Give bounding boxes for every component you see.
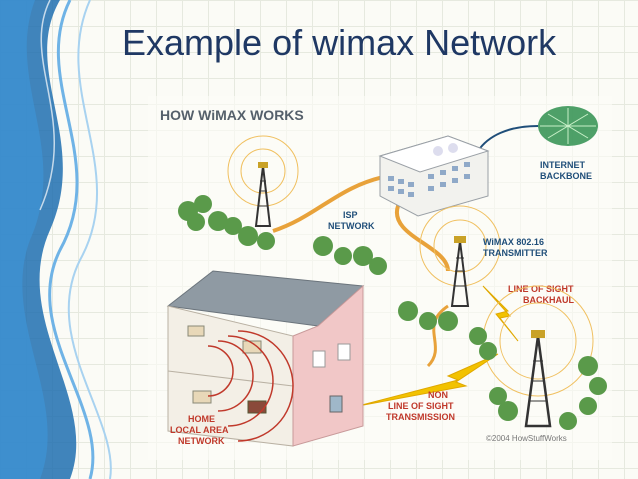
label-internet-2: BACKBONE [540, 171, 592, 181]
internet-cable [477, 125, 539, 152]
diagram-heading: HOW WiMAX WORKS [160, 107, 304, 123]
label-los-1: LINE OF SIGHT [508, 284, 574, 294]
label-home-1: HOME [188, 414, 215, 424]
trees [178, 195, 607, 430]
slide-title: Example of wimax Network [122, 22, 557, 63]
label-nlos-3: TRANSMISSION [386, 412, 455, 422]
home-house [166, 270, 365, 447]
decorative-swoosh [0, 0, 112, 479]
tower-left [227, 135, 299, 227]
wimax-diagram: HOW WiMAX WORKS INTERNET BACKBONE ISP NE… [148, 96, 612, 460]
label-home-2: LOCAL AREA [170, 425, 229, 435]
label-home-3: NETWORK [178, 436, 225, 446]
internet-globe-icon [538, 106, 598, 146]
label-isp-2: NETWORK [328, 221, 375, 231]
label-internet-1: INTERNET [540, 160, 586, 170]
tower-transmitter [419, 205, 501, 307]
isp-building [378, 135, 490, 217]
label-isp-1: ISP [343, 210, 358, 220]
label-los-2: BACKHAUL [523, 295, 574, 305]
label-nlos-1: NON [428, 390, 448, 400]
label-transmitter-1: WiMAX 802.16 [483, 237, 544, 247]
tower-cable [426, 304, 449, 368]
label-nlos-2: LINE OF SIGHT [388, 401, 454, 411]
copyright-text: ©2004 HowStuffWorks [486, 434, 567, 443]
label-transmitter-2: TRANSMITTER [483, 248, 548, 258]
